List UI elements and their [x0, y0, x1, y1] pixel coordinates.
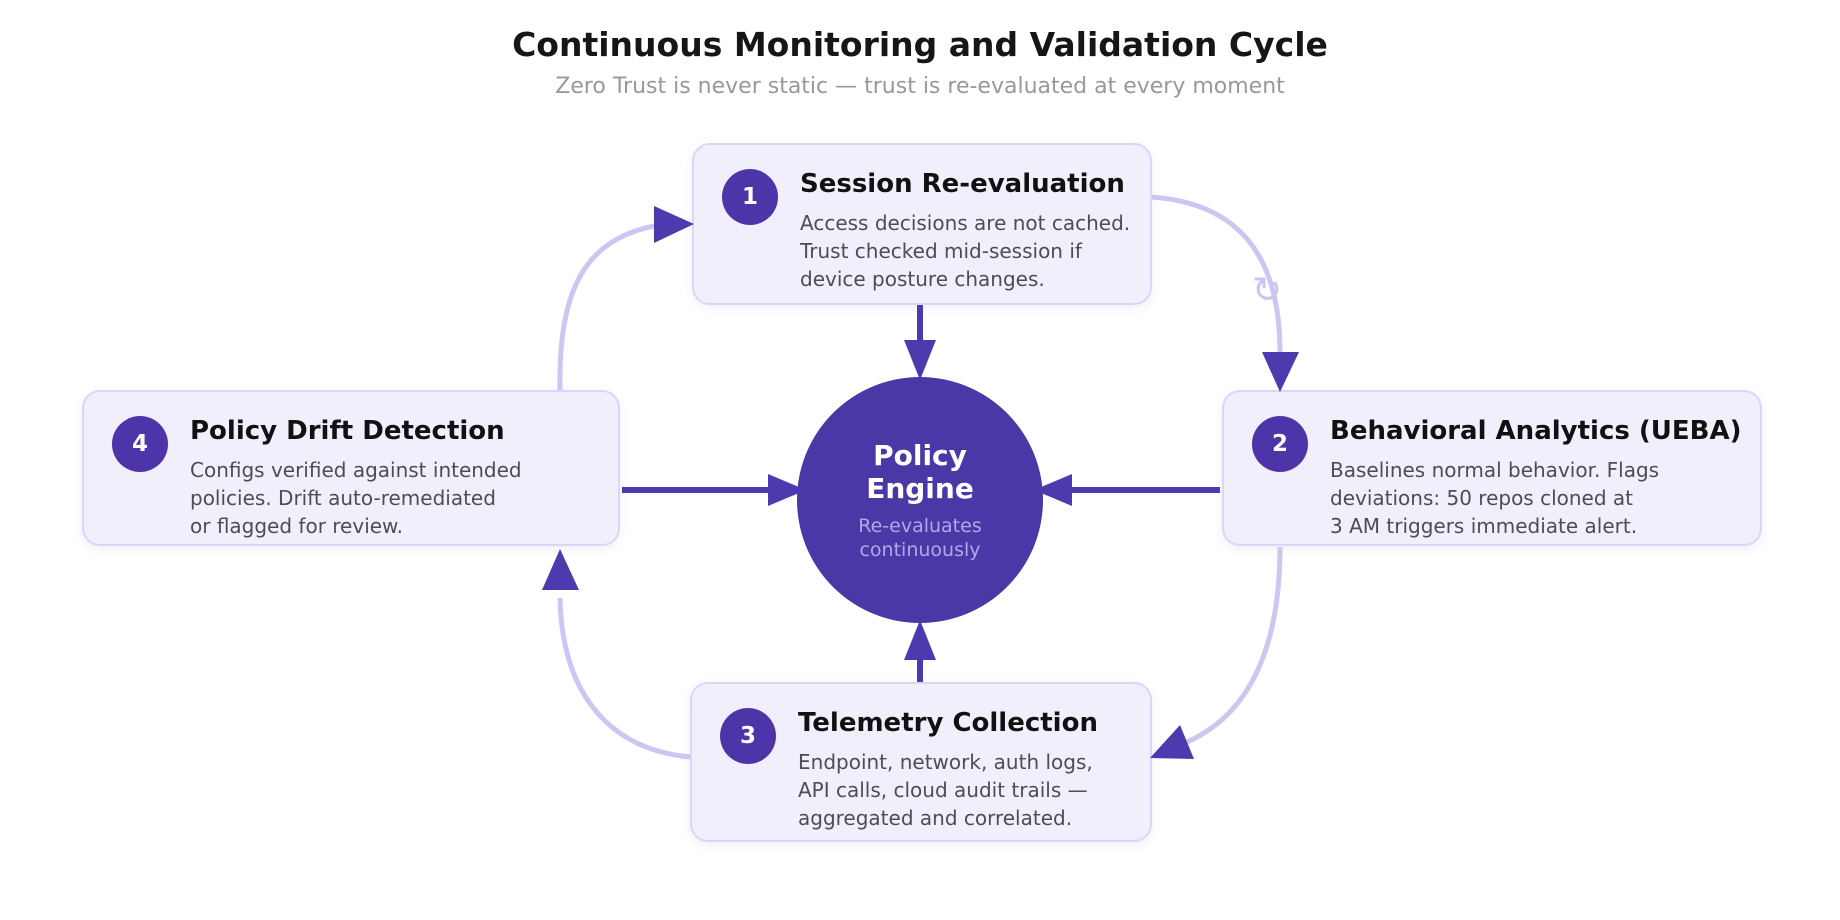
refresh-icon: ↻ — [1252, 270, 1282, 311]
policy-engine-subtitle: Re-evaluates continuously — [858, 514, 982, 561]
policy-engine-circle: Policy Engine Re-evaluates continuously — [797, 377, 1043, 623]
step-3-badge: 3 — [720, 708, 776, 764]
step-2-body: Baselines normal behavior. Flags deviati… — [1330, 458, 1660, 538]
arrowhead-into-step3 — [1150, 725, 1194, 759]
step-4-content: Policy Drift Detection Configs verified … — [190, 414, 522, 540]
cycle-curve-1-to-2 — [1151, 194, 1283, 353]
step-1-badge: 1 — [722, 169, 778, 225]
cycle-curve-2-to-3 — [1185, 546, 1283, 745]
page-subtitle: Zero Trust is never static — trust is re… — [555, 74, 1285, 99]
arrowhead-step1-to-center — [904, 340, 936, 380]
step-2-content: Behavioral Analytics (UEBA) Baselines no… — [1330, 414, 1741, 540]
step-3-body: Endpoint, network, auth logs, API calls,… — [798, 750, 1093, 830]
cycle-curve-4-to-1 — [557, 223, 655, 391]
arrowhead-step3-to-center — [904, 620, 936, 660]
step-1-body: Access decisions are not cached. Trust c… — [800, 211, 1131, 291]
step-2-title: Behavioral Analytics (UEBA) — [1330, 416, 1742, 446]
arrowhead-into-step4 — [542, 549, 579, 590]
page-title: Continuous Monitoring and Validation Cyc… — [512, 25, 1328, 64]
step-4-body: Configs verified against intended polici… — [190, 458, 522, 538]
step-1-title: Session Re-evaluation — [800, 169, 1125, 199]
card-telemetry-collection: 3 Telemetry Collection Endpoint, network… — [690, 682, 1152, 842]
step-4-title: Policy Drift Detection — [190, 416, 505, 446]
step-3-title: Telemetry Collection — [798, 708, 1098, 738]
cycle-curve-3-to-4 — [557, 597, 691, 760]
card-session-reevaluation: 1 Session Re-evaluation Access decisions… — [692, 143, 1152, 305]
arrowhead-into-step2 — [1262, 352, 1299, 392]
step-4-badge: 4 — [112, 416, 168, 472]
step-3-content: Telemetry Collection Endpoint, network, … — [798, 706, 1098, 832]
card-behavioral-analytics: 2 Behavioral Analytics (UEBA) Baselines … — [1222, 390, 1762, 546]
policy-engine-title: Policy Engine — [866, 438, 974, 505]
step-1-content: Session Re-evaluation Access decisions a… — [800, 167, 1130, 293]
arrowhead-into-step1 — [654, 206, 694, 243]
card-policy-drift-detection: 4 Policy Drift Detection Configs verifie… — [82, 390, 620, 546]
step-2-badge: 2 — [1252, 416, 1308, 472]
